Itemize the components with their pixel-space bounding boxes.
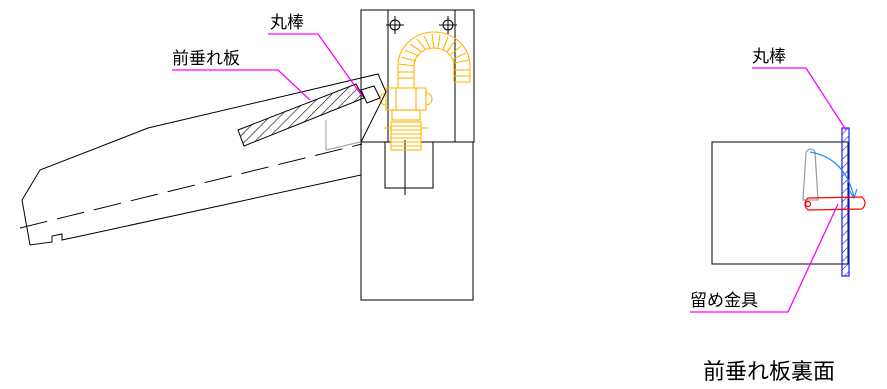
leader-lines	[172, 33, 363, 101]
rotation-arrow	[809, 151, 858, 200]
screw-icon	[386, 16, 404, 34]
retaining-bracket	[804, 196, 866, 211]
side-view	[19, 9, 475, 301]
leader-lines-right	[690, 67, 847, 313]
ghost-bracket	[802, 148, 819, 201]
screw-icon	[439, 16, 457, 34]
caption: 前垂れ板裏面	[703, 360, 835, 385]
label-front-panel: 前垂れ板	[172, 49, 240, 69]
hatched-bracket	[237, 83, 365, 147]
round-bar-section	[360, 85, 381, 104]
label-round-bar-left: 丸棒	[270, 13, 304, 33]
cabinet-lower	[360, 140, 474, 301]
label-round-bar-right: 丸棒	[752, 47, 786, 67]
hose	[379, 31, 471, 151]
panel-back-outline	[711, 141, 849, 265]
label-bracket: 留め金具	[690, 291, 758, 311]
round-bar	[841, 127, 850, 277]
front-panel-shape	[19, 73, 387, 246]
back-view	[690, 67, 866, 313]
